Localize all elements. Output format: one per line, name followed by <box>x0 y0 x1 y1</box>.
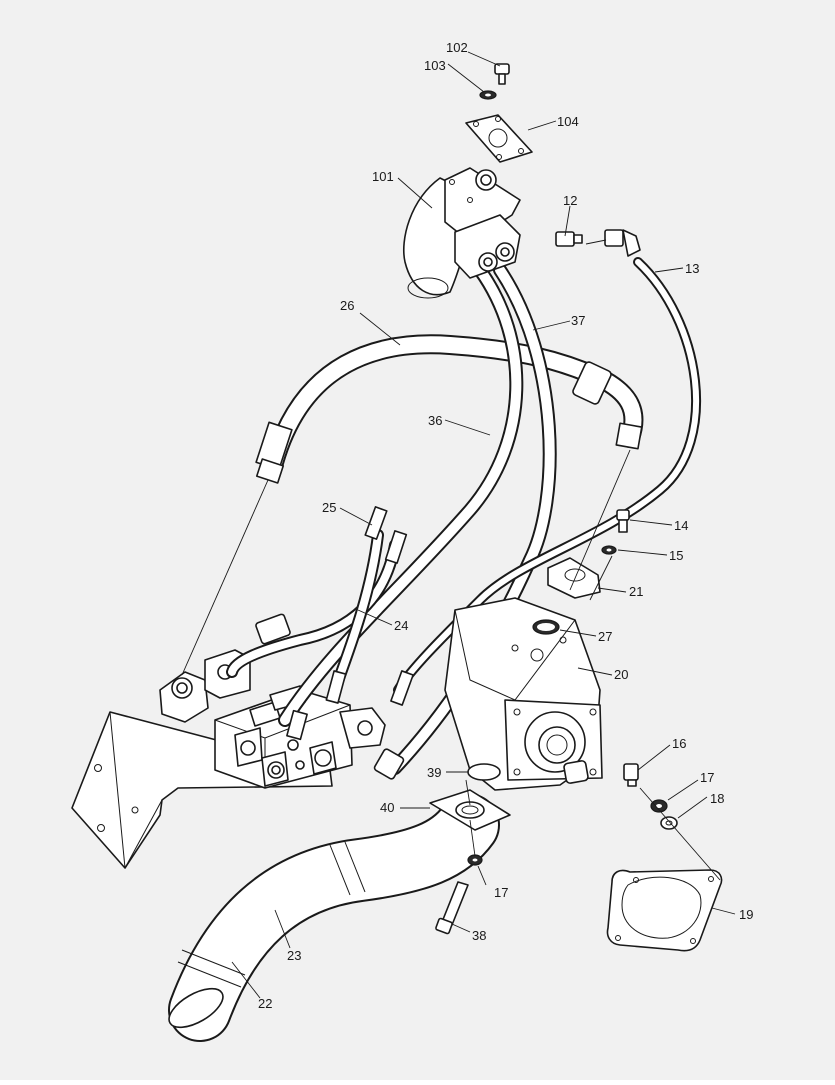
washer-103 <box>479 90 497 100</box>
callouts: 102 103 104 101 12 13 37 26 36 25 14 15 … <box>258 40 753 1011</box>
mounting-bracket <box>71 711 333 869</box>
callout-22: 22 <box>258 996 272 1011</box>
callout-24: 24 <box>394 618 408 633</box>
callout-18: 18 <box>710 791 724 806</box>
flange-40 <box>429 789 511 831</box>
o-ring-27 <box>532 619 560 635</box>
gasket-19 <box>606 869 723 952</box>
callout-13: 13 <box>685 261 699 276</box>
motor-101 <box>402 167 521 299</box>
bolt-16 <box>623 763 639 787</box>
callout-37: 37 <box>571 313 585 328</box>
flange-21 <box>547 557 601 599</box>
callout-102: 102 <box>446 40 468 55</box>
callout-17-lower: 17 <box>494 885 508 900</box>
washer-15 <box>601 545 617 555</box>
pipe-end-22 <box>168 841 366 1029</box>
fitting-12 <box>555 229 641 257</box>
seal-39 <box>467 763 501 781</box>
callout-103: 103 <box>424 58 446 73</box>
callout-21: 21 <box>629 584 643 599</box>
callout-17-upper: 17 <box>700 770 714 785</box>
pump-20 <box>444 597 603 791</box>
callout-36: 36 <box>428 413 442 428</box>
bolt-14 <box>616 509 630 533</box>
bolt-38 <box>435 881 469 935</box>
callout-39: 39 <box>427 765 441 780</box>
callout-14: 14 <box>674 518 688 533</box>
callout-25: 25 <box>322 500 336 515</box>
callout-27: 27 <box>598 629 612 644</box>
callout-38: 38 <box>472 928 486 943</box>
washer-17-lower <box>467 854 483 866</box>
callout-23: 23 <box>287 948 301 963</box>
hoses <box>168 257 702 1042</box>
callout-15: 15 <box>669 548 683 563</box>
callout-20: 20 <box>614 667 628 682</box>
plate-104 <box>465 114 533 163</box>
callout-19: 19 <box>739 907 753 922</box>
callout-26: 26 <box>340 298 354 313</box>
hose-fittings <box>255 361 643 780</box>
bolt-102 <box>494 63 510 85</box>
callout-40: 40 <box>380 800 394 815</box>
washer-17 <box>650 799 668 813</box>
leader-lines <box>181 51 736 999</box>
callout-104: 104 <box>557 114 579 129</box>
callout-101: 101 <box>372 169 394 184</box>
callout-12: 12 <box>563 193 577 208</box>
callout-16: 16 <box>672 736 686 751</box>
